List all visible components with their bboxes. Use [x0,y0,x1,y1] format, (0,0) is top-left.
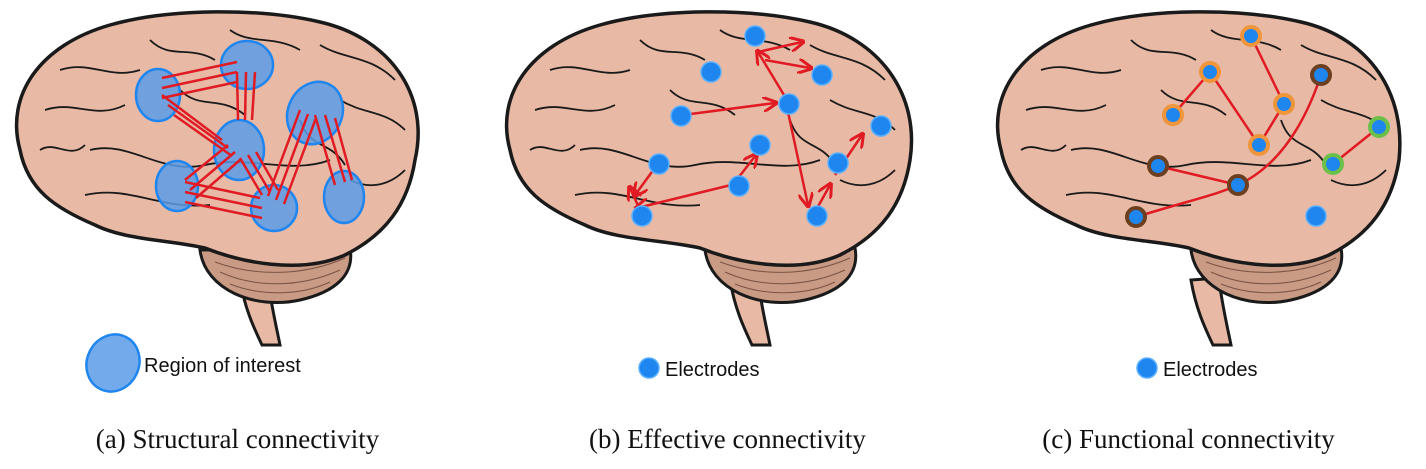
panel-effective: Electrodes (b) Effective connectivity [490,0,965,469]
brain-diagram-structural: Region of interest [14,10,420,393]
electrode [1199,61,1221,83]
electrode [631,205,653,227]
electrode-legend-icon [638,357,660,379]
electrode [1310,64,1332,86]
electrode [700,61,722,83]
brain-diagram-effective: Electrodes [504,10,914,381]
region-4 [212,118,266,182]
caption-b: (b) Effective connectivity [589,424,866,454]
electrode [1162,104,1184,126]
electrode-legend-icon [1136,357,1158,379]
electrode [806,205,828,227]
electrode [827,152,849,174]
legend-label: Region of interest [144,355,301,377]
electrode [1273,93,1295,115]
electrode [1322,153,1344,175]
caption-a: (a) Structural connectivity [95,424,380,454]
legend-label: Electrodes [665,359,760,381]
electrode-cluster-orange [1162,25,1295,156]
electrodes [631,25,892,227]
electrode [728,175,750,197]
electrode-cluster-green [1322,116,1390,175]
electrode [1147,155,1169,177]
electrode [1305,205,1327,227]
brain-diagram-functional: Electrodes [995,10,1402,381]
region-legend-icon [85,333,141,393]
electrode [1125,206,1147,228]
electrode [870,115,892,137]
electrode [749,134,771,156]
legend-label: Electrodes [1163,359,1258,381]
cerebrum [995,10,1402,268]
electrode [778,93,800,115]
panel-structural: Region of interest (a) Structural connec… [0,0,475,469]
electrode [1227,174,1249,196]
cerebrum [504,10,914,268]
caption-c: (c) Functional connectivity [1042,424,1335,454]
electrode [1240,25,1262,47]
electrode [670,105,692,127]
electrode [648,153,670,175]
electrode-cluster-brown [1125,64,1332,228]
brain [995,10,1402,347]
electrode [1248,134,1270,156]
electrode [744,25,766,47]
structural-connections [161,60,354,220]
electrode [1368,116,1390,138]
panel-functional: Electrodes (c) Functional connectivity [951,0,1426,469]
electrode [811,64,833,86]
